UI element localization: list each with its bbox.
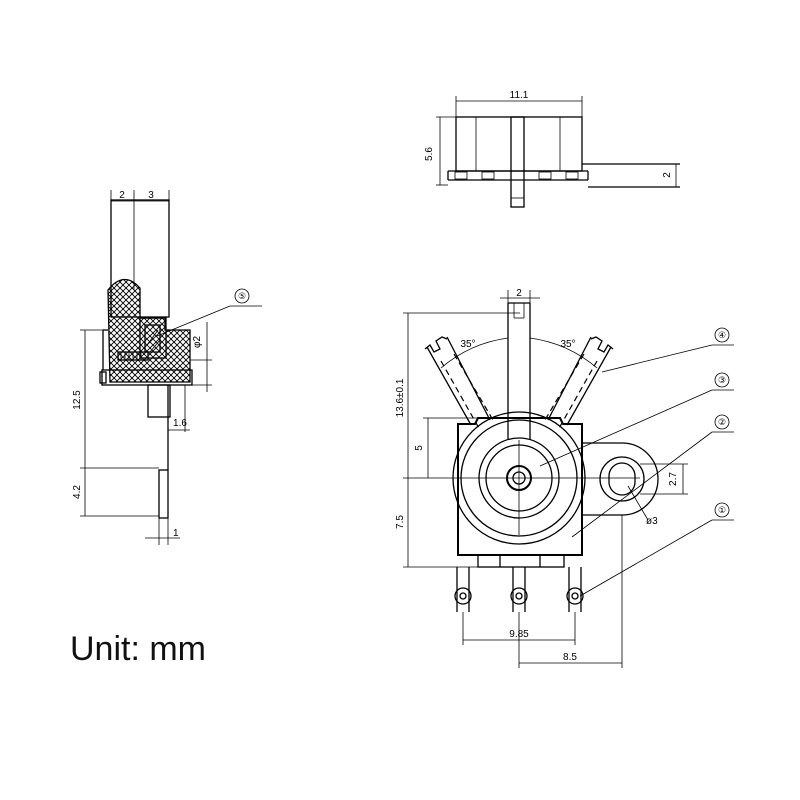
dim-dia-3: ø3 xyxy=(646,516,658,527)
shaft-rotated-right xyxy=(544,336,614,431)
dim-1: 1 xyxy=(173,528,179,539)
angle-right: 35° xyxy=(560,339,575,350)
pin-left xyxy=(454,567,472,612)
top-view-body xyxy=(455,116,583,172)
dim-shaft-2: 2 xyxy=(516,288,522,299)
callout-3: ③ xyxy=(718,376,726,386)
dim-phi-2: φ2 xyxy=(192,336,203,348)
dim-8-5: 8.5 xyxy=(563,652,577,663)
side-view-hatched-body xyxy=(107,278,191,383)
dim-5: 5 xyxy=(414,445,425,451)
callout-1: ① xyxy=(718,506,726,516)
side-view-pin xyxy=(158,469,169,519)
mounting-hole xyxy=(608,462,636,496)
side-view: 2 3 12.5 4.2 φ2 1.6 1 ⑤ xyxy=(72,190,262,545)
front-view: 35° 35° xyxy=(395,288,734,668)
callout-5-marker xyxy=(234,288,250,304)
dim-5-6: 5.6 xyxy=(424,147,435,161)
dim-2-7: 2.7 xyxy=(668,472,679,486)
callout-4: ④ xyxy=(718,331,726,341)
top-view-shaft xyxy=(510,116,525,208)
mounting-ear xyxy=(582,442,659,516)
dim-2-side: 2 xyxy=(119,190,125,201)
pin-middle xyxy=(510,567,528,612)
dim-3-side: 3 xyxy=(148,190,154,201)
callout-2: ② xyxy=(718,418,726,428)
side-view-tab xyxy=(147,384,171,418)
dim-11-1: 11.1 xyxy=(510,90,529,101)
shaft-rotated-left xyxy=(424,336,494,431)
angle-left: 35° xyxy=(460,339,475,350)
callout-5: ⑤ xyxy=(238,292,246,302)
dim-1-6: 1.6 xyxy=(173,418,187,429)
dim-4-2: 4.2 xyxy=(72,485,83,499)
dim-13-6: 13.6±0.1 xyxy=(395,378,406,417)
pin-right xyxy=(566,567,584,612)
dim-12-5: 12.5 xyxy=(72,390,83,410)
unit-label: Unit: mm xyxy=(70,630,206,668)
dim-7-5: 7.5 xyxy=(395,515,406,529)
dim-2-top: 2 xyxy=(662,172,673,178)
top-view: 11.1 5.6 2 xyxy=(424,90,680,208)
